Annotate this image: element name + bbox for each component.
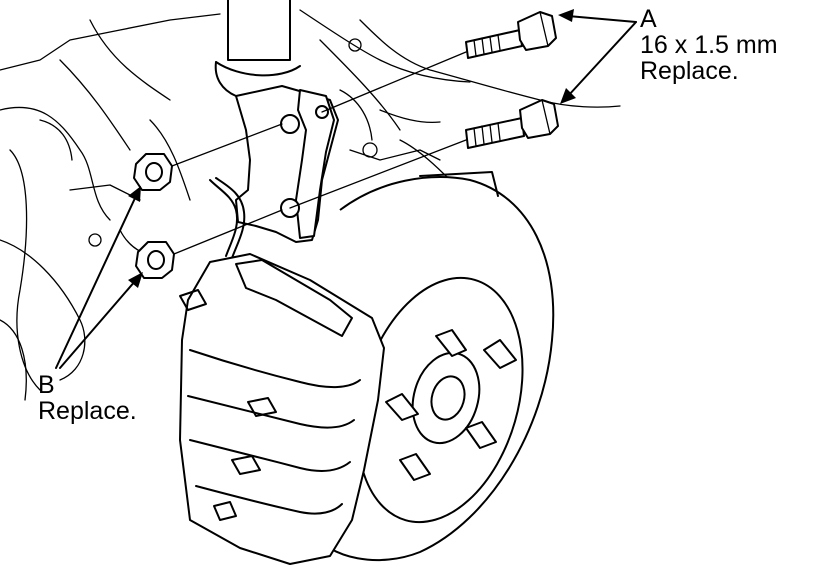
callout-a-letter: A xyxy=(640,5,657,33)
wheel-studs xyxy=(385,329,517,481)
steering-knuckle xyxy=(235,85,339,243)
background-structure xyxy=(0,9,621,401)
nuts-b xyxy=(133,123,283,279)
strut xyxy=(214,0,301,97)
callout-a: A 16 x 1.5 mm Replace. xyxy=(640,6,778,84)
brake-disc xyxy=(309,171,555,562)
callout-a-spec: 16 x 1.5 mm xyxy=(640,31,778,59)
callout-b-note: Replace. xyxy=(38,397,137,425)
callout-a-note: Replace. xyxy=(640,57,739,85)
bolt-upper xyxy=(465,11,557,59)
callout-b: B Replace. xyxy=(38,372,137,424)
leader-arrows xyxy=(55,9,637,369)
brake-hose xyxy=(209,177,246,259)
callout-b-letter: B xyxy=(38,371,55,399)
nut-upper xyxy=(133,153,173,191)
mounting-bolts-a xyxy=(289,11,559,209)
nut-lower xyxy=(135,241,175,279)
bolt-lower xyxy=(465,99,559,149)
brake-caliper xyxy=(179,253,385,565)
